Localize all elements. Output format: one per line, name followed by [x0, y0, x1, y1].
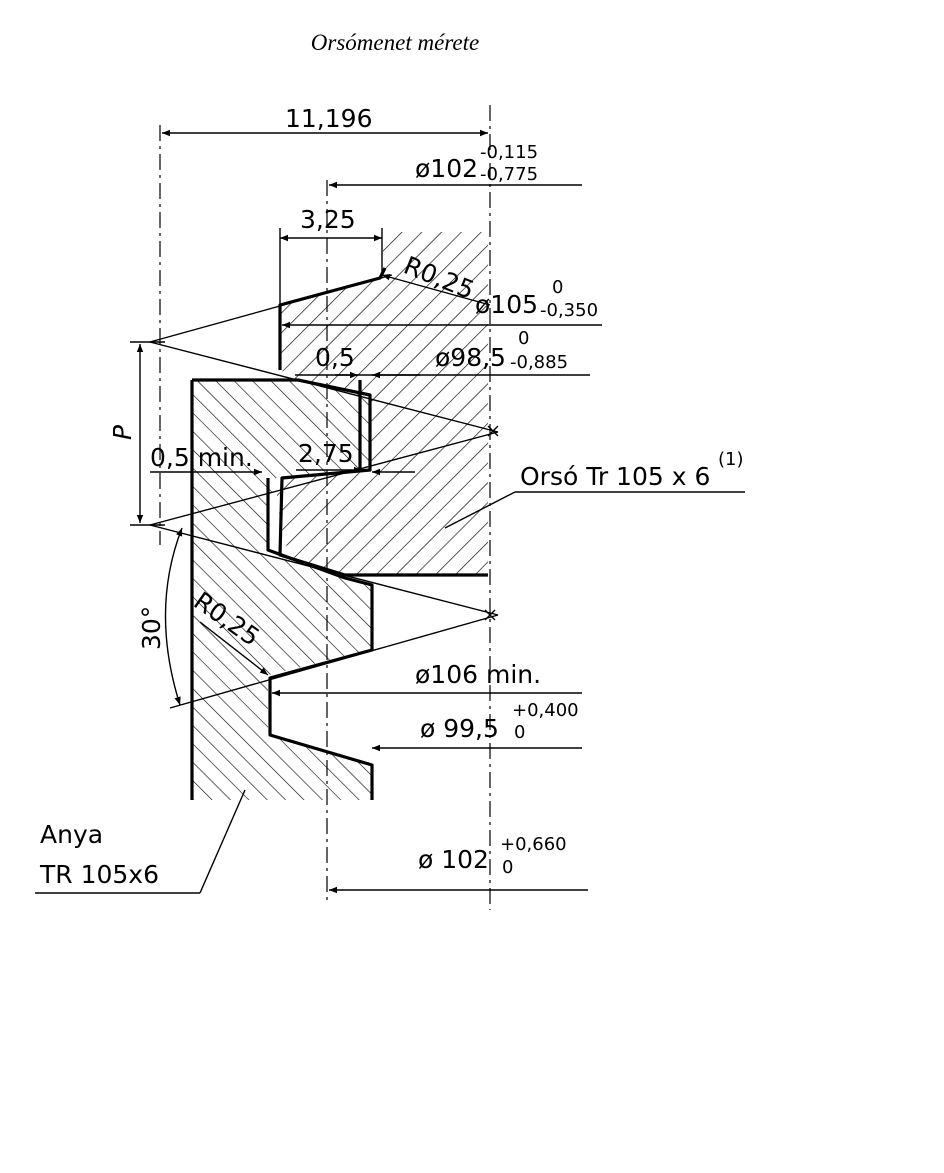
- screw-note: (1): [718, 449, 744, 470]
- dim-d995-lower: 0: [514, 722, 525, 743]
- dim-d102-top-upper: -0,115: [480, 142, 538, 163]
- nut-body: [192, 380, 372, 800]
- nut-label-line1: Anya: [40, 820, 103, 849]
- nut-section: [192, 380, 372, 800]
- screw-label: Orsó Tr 105 x 6: [520, 462, 710, 491]
- dim-d105: ø105: [475, 290, 538, 319]
- dim-d985-upper: 0: [518, 328, 529, 349]
- dim-d985: ø98,5: [435, 343, 506, 372]
- screw-body: [275, 380, 488, 575]
- dim-d995: ø 99,5: [420, 714, 499, 743]
- dim-d105-lower: -0,350: [540, 300, 598, 321]
- dim-d102-top-lower: -0,775: [480, 164, 538, 185]
- dim-d105-upper: 0: [552, 277, 563, 298]
- dim-pitch-p: P: [108, 424, 137, 440]
- dim-d985-lower: -0,885: [510, 352, 568, 373]
- dim-d102-top: ø102: [415, 154, 478, 183]
- construction-lines: [130, 274, 499, 709]
- dim-angle: 30°: [137, 606, 166, 650]
- dim-325: 3,25: [300, 205, 356, 234]
- dim-11196: 11,196: [285, 104, 372, 133]
- dim-d102-bottom-lower: 0: [502, 857, 513, 878]
- dim-05min: 0,5 min.: [150, 443, 253, 472]
- page-title: Orsómenet mérete: [310, 30, 480, 55]
- screw-section: [275, 232, 488, 575]
- screw-tooth-upper: [280, 232, 488, 380]
- dim-d106: ø106 min.: [415, 660, 541, 689]
- part-labels: Orsó Tr 105 x 6 (1) Anya TR 105x6: [39, 449, 744, 889]
- dim-d102-bottom-upper: +0,660: [500, 834, 567, 855]
- nut-label-line2: TR 105x6: [39, 860, 159, 889]
- dim-05: 0,5: [315, 343, 355, 372]
- dimension-lines: [35, 129, 745, 894]
- dim-d102-bottom: ø 102: [418, 845, 489, 874]
- dim-d995-upper: +0,400: [512, 700, 579, 721]
- centerlines: [159, 105, 491, 910]
- dim-275: 2,75: [298, 439, 354, 468]
